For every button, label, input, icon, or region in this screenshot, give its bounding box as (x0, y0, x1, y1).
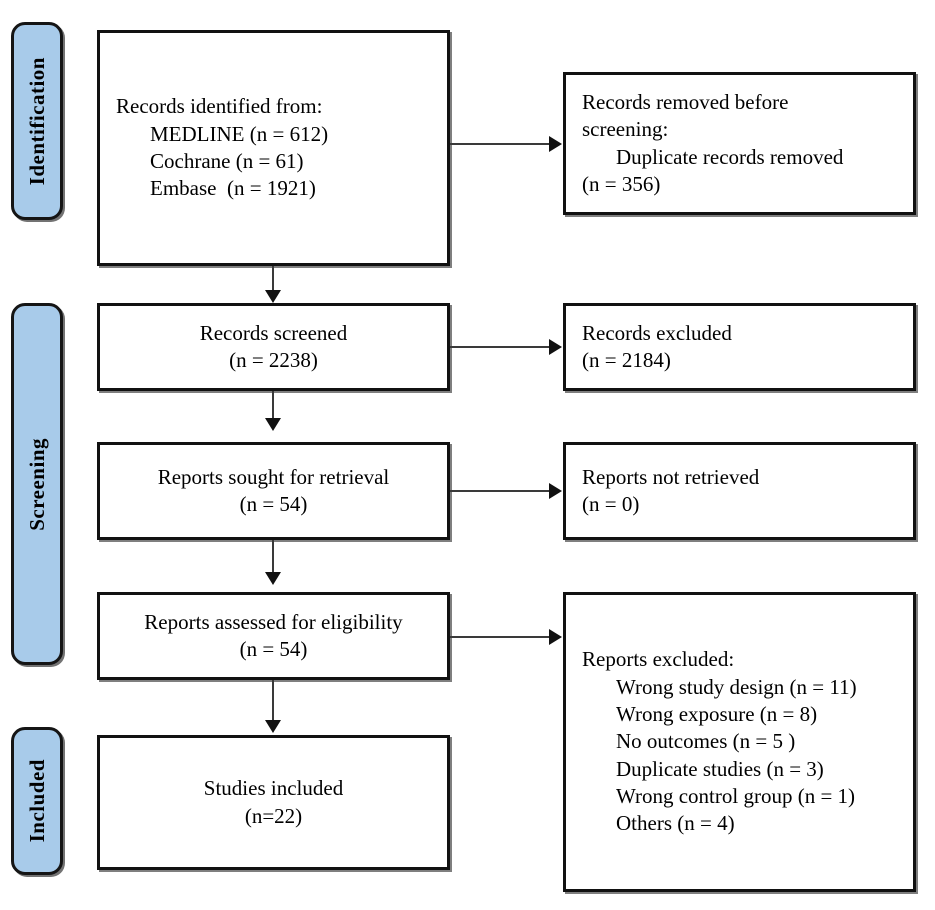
box-line: Reports not retrieved (582, 464, 760, 489)
box-line: Embase (n = 1921) (150, 176, 316, 201)
box-line: (n = 0) (582, 492, 640, 516)
box-line: (n = 54) (239, 637, 308, 661)
box-line: MEDLINE (n = 612) (150, 121, 329, 146)
box-line: Cochrane (n = 61) (150, 149, 304, 173)
box-reports-assessed-text: Reports assessed for eligibility (n = 54… (100, 609, 447, 664)
phase-bar-identification: Identification (11, 22, 63, 220)
box-records-screened: Records screened (n = 2238) (97, 303, 450, 391)
arrow-right-icon (549, 483, 562, 499)
box-line: No outcomes (n = 5 ) (616, 729, 796, 754)
box-line: Records removed before (582, 89, 789, 114)
connector-screened-to-sought (272, 391, 274, 418)
connector-sought-to-not-retrieved (450, 490, 549, 492)
box-line: (n = 2184) (582, 348, 671, 372)
arrow-right-icon (549, 339, 562, 355)
box-reports-assessed: Reports assessed for eligibility (n = 54… (97, 592, 450, 680)
arrow-right-icon (549, 136, 562, 152)
box-records-identified: Records identified from: MEDLINE (n = 61… (97, 30, 450, 266)
box-reports-excluded: Reports excluded: Wrong study design (n … (563, 592, 916, 892)
box-studies-included-text: Studies included (n=22) (100, 775, 447, 830)
box-line: Reports excluded: (582, 647, 735, 672)
box-line: Duplicate records removed (616, 144, 844, 169)
phase-label-included: Included (24, 759, 49, 843)
phase-label-screening: Screening (24, 437, 49, 531)
box-records-excluded: Records excluded (n = 2184) (563, 303, 916, 391)
box-line: Others (n = 4) (616, 811, 735, 836)
phase-bar-screening: Screening (11, 303, 63, 665)
box-records-removed: Records removed before screening: Duplic… (563, 72, 916, 215)
connector-sought-to-assessed (272, 540, 274, 572)
box-records-excluded-text: Records excluded (n = 2184) (566, 320, 913, 375)
box-line: Records excluded (582, 320, 732, 345)
box-line: (n = 356) (582, 171, 661, 196)
box-studies-included: Studies included (n=22) (97, 735, 450, 870)
box-line: Wrong control group (n = 1) (616, 783, 856, 808)
box-line: Reports sought for retrieval (157, 464, 390, 489)
phase-bar-included: Included (11, 727, 63, 875)
box-reports-excluded-text: Reports excluded: Wrong study design (n … (566, 646, 913, 837)
box-line: Reports assessed for eligibility (144, 609, 403, 634)
box-line: (n = 54) (239, 492, 308, 516)
box-line: (n = 2238) (229, 348, 318, 372)
box-line: Duplicate studies (n = 3) (616, 756, 824, 781)
box-line: Studies included (203, 776, 344, 801)
arrow-down-icon (265, 572, 281, 585)
box-line: screening: (582, 117, 669, 142)
phase-label-identification: Identification (24, 56, 49, 186)
connector-identified-to-removed (450, 143, 549, 145)
box-line: Records screened (199, 320, 348, 345)
box-records-removed-text: Records removed before screening: Duplic… (566, 89, 913, 198)
box-line: Wrong study design (n = 11) (616, 674, 857, 699)
box-reports-not-retrieved: Reports not retrieved (n = 0) (563, 442, 916, 540)
box-records-identified-text: Records identified from: MEDLINE (n = 61… (100, 93, 447, 202)
box-line: Records identified from: (116, 94, 323, 119)
box-reports-sought: Reports sought for retrieval (n = 54) (97, 442, 450, 540)
arrow-down-icon (265, 290, 281, 303)
connector-assessed-to-included (272, 680, 274, 720)
box-reports-not-retrieved-text: Reports not retrieved (n = 0) (566, 464, 913, 519)
box-reports-sought-text: Reports sought for retrieval (n = 54) (100, 464, 447, 519)
arrow-down-icon (265, 720, 281, 733)
box-line: Wrong exposure (n = 8) (616, 702, 818, 727)
arrow-right-icon (549, 629, 562, 645)
connector-identified-to-screened (272, 266, 274, 290)
connector-assessed-to-excluded (450, 636, 549, 638)
arrow-down-icon (265, 418, 281, 431)
box-line: (n=22) (244, 803, 303, 828)
box-records-screened-text: Records screened (n = 2238) (100, 320, 447, 375)
connector-screened-to-excluded (450, 346, 549, 348)
